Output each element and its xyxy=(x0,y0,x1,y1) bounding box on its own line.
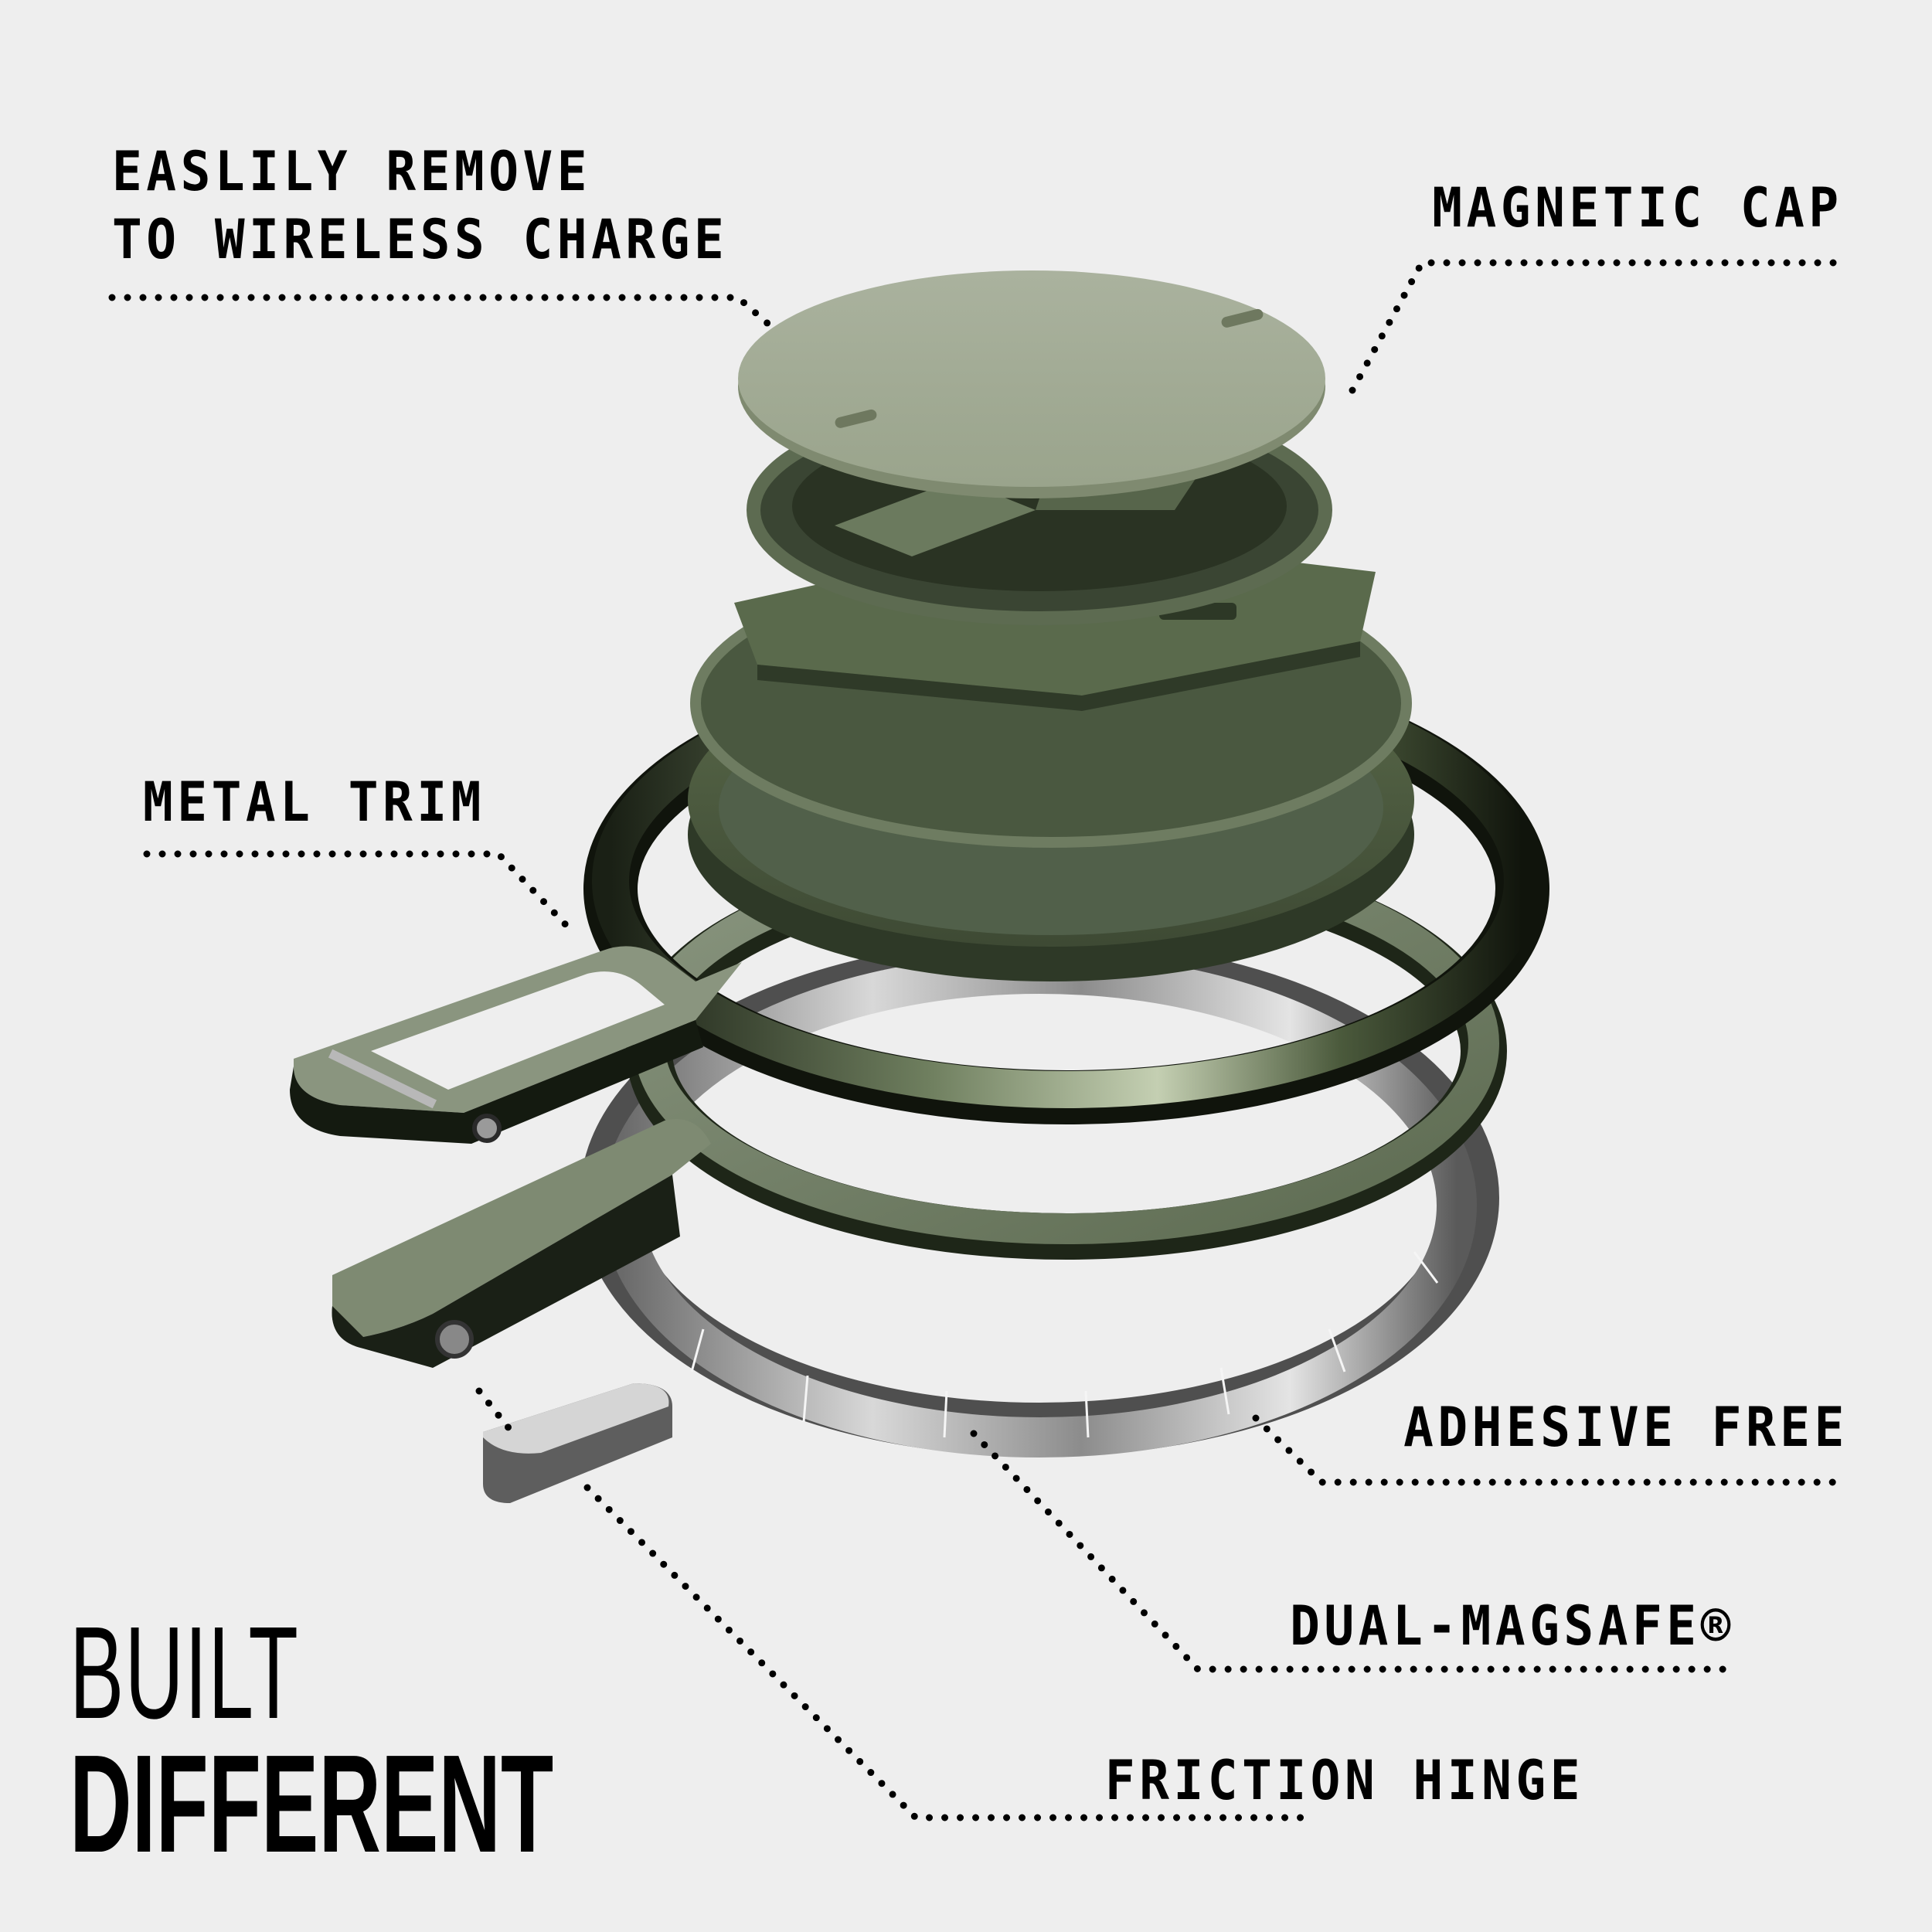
leader-trim xyxy=(143,850,576,935)
callout-friction-hinge: FRICTION HINGE xyxy=(1105,1747,1584,1815)
headline-line2: DIFFERENT xyxy=(70,1726,554,1882)
callout-adhesive-free-text: ADHESIVE FREE xyxy=(1403,1396,1849,1459)
callout-easily-remove: EASLILY REMOVE TO WIRELESS CHARGE xyxy=(112,138,728,274)
callout-metal-trim-text: METAL TRIM xyxy=(143,770,485,834)
headline-line1: BUILT xyxy=(70,1600,300,1747)
loose-magnet-block xyxy=(483,1383,672,1503)
metal-trim xyxy=(290,653,1549,1144)
callout-easily-remove-line2: TO WIRELESS CHARGE xyxy=(112,208,729,271)
leader-adhesive xyxy=(1252,1414,1847,1486)
callout-magnetic-cap: MAGNETIC CAP xyxy=(1432,174,1843,242)
callout-metal-trim: METAL TRIM xyxy=(143,768,485,836)
stand-arm xyxy=(332,1119,711,1368)
leader-wireless xyxy=(108,294,773,328)
leader-hinge-upper xyxy=(475,1387,514,1434)
leader-cap xyxy=(1349,259,1843,394)
leader-hinge xyxy=(583,1484,1306,1821)
callout-magnetic-cap-text: MAGNETIC CAP xyxy=(1432,176,1843,240)
callout-friction-hinge-text: FRICTION HINGE xyxy=(1104,1749,1584,1812)
leader-magsafe xyxy=(970,1430,1729,1673)
callout-easily-remove-line1: EASLILY REMOVE xyxy=(112,140,592,203)
callout-dual-magsafe: DUAL-MAGSAFE® xyxy=(1290,1592,1735,1660)
callout-adhesive-free: ADHESIVE FREE xyxy=(1403,1393,1849,1461)
callout-dual-magsafe-text: DUAL-MAGSAFE® xyxy=(1290,1594,1735,1658)
housing-cup xyxy=(688,559,1414,981)
magnetic-cap xyxy=(738,270,1325,498)
